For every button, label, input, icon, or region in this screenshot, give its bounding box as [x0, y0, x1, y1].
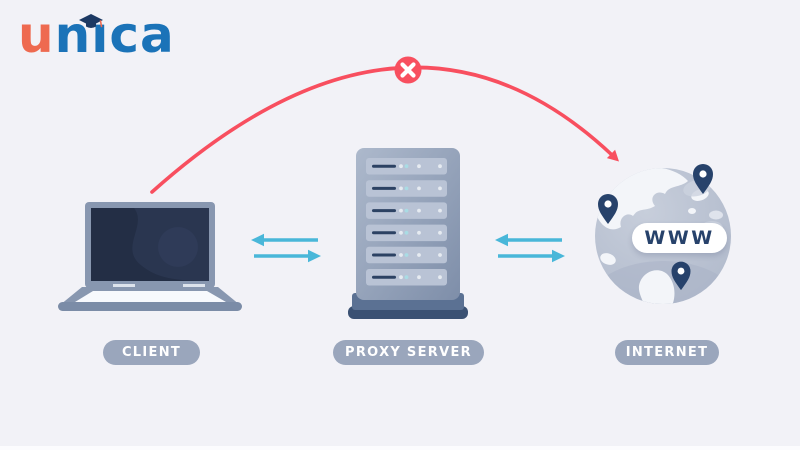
location-pin-icon	[693, 164, 713, 194]
logo-letter-u: u	[18, 6, 55, 64]
unica-logo: unıca	[18, 4, 175, 66]
globe-icon	[595, 164, 731, 304]
bidirectional-arrows-icon	[251, 233, 321, 263]
internet-label: INTERNET	[615, 340, 719, 365]
location-pin-icon	[671, 261, 691, 291]
logo-letter-n: n	[54, 6, 92, 64]
logo-letters-ca: ca	[109, 6, 175, 64]
server-rack-icon	[348, 148, 468, 319]
graduation-cap-icon	[79, 14, 103, 28]
server-slots	[366, 158, 447, 286]
location-pin-icon	[598, 194, 618, 224]
bidirectional-arrows-icon	[495, 233, 565, 263]
blocked-x-icon	[394, 56, 422, 84]
www-badge: WWW	[632, 223, 727, 253]
client-label: CLIENT	[103, 340, 200, 365]
bottom-edge-strip	[0, 446, 800, 450]
laptop-icon	[58, 202, 242, 311]
proxy-server-label: PROXY SERVER	[333, 340, 484, 365]
